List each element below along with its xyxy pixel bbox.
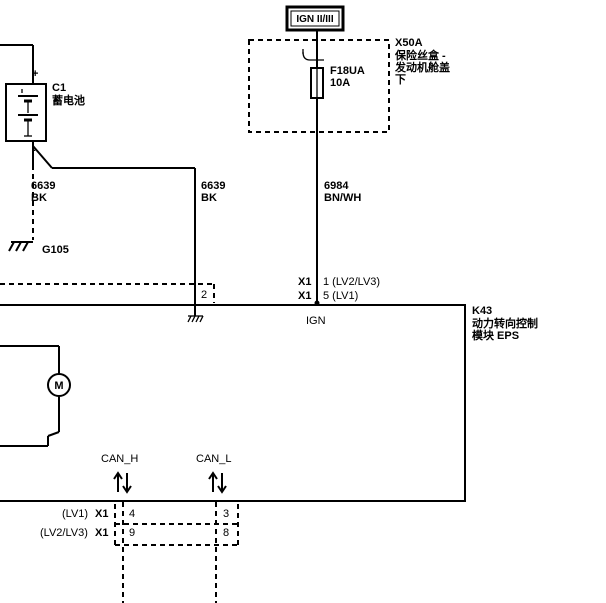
fuse-block-name-line1: 保险丝盒 -: [394, 48, 446, 62]
fuse-id: F18UA: [330, 65, 365, 77]
module-ground-icon: [187, 315, 204, 323]
battery-plus: +: [32, 68, 38, 80]
can-high-pin-lv23: 9: [129, 527, 135, 539]
module-name-line1: 动力转向控制: [472, 316, 538, 330]
fuse-rating: 10A: [330, 77, 350, 89]
battery-ground-color: BK: [31, 192, 47, 204]
can-low-pin-lv23: 8: [223, 527, 229, 539]
module-ign-pin: IGN: [306, 315, 326, 327]
ign-lv1-conn: X1: [298, 290, 311, 302]
motor: [0, 345, 71, 447]
module-ground-circuit: 6639: [201, 180, 225, 192]
battery-name: 蓄电池: [52, 93, 85, 107]
ign-wire-circuit: 6984: [324, 180, 349, 192]
can-high-arrows-icon: [113, 471, 132, 494]
fuse-block-name-line2: 发动机舱盖: [394, 60, 450, 74]
can-lv1-variant: (LV1): [62, 508, 88, 520]
ground-pin: 2: [201, 289, 207, 301]
fuse-block-name-line3: 下: [395, 73, 406, 86]
module-ground-wire-diag: [32, 145, 53, 169]
can-lv23-conn: X1: [95, 527, 108, 539]
can-lv23-variant: (LV2/LV3): [40, 527, 88, 539]
ign-source-label: IGN II/III: [296, 14, 333, 25]
fuse-clip-icon: [302, 51, 324, 61]
can-low-label: CAN_L: [196, 453, 231, 465]
can-lv1-conn: X1: [95, 508, 108, 520]
module-box: [0, 304, 466, 502]
can-high-pin-lv1: 4: [129, 508, 135, 520]
ign-lv23-pin: 1 (LV2/LV3): [323, 276, 380, 288]
ground-id: G105: [42, 244, 69, 256]
battery-ground-circuit: 6639: [31, 180, 55, 192]
fuse-block-code: X50A: [395, 37, 423, 49]
module-ground-color: BK: [201, 192, 217, 204]
battery-id: C1: [52, 82, 66, 94]
module-id: K43: [472, 305, 492, 317]
ign-lv1-pin: 5 (LV1): [323, 290, 358, 302]
fuse-block-outline: [248, 39, 390, 133]
module-name-line2: 模块 EPS: [472, 328, 519, 342]
battery: [0, 44, 47, 142]
ground-icon: [8, 241, 33, 252]
can-low-pin-lv1: 3: [223, 508, 229, 520]
can-high-label: CAN_H: [101, 453, 138, 465]
motor-symbol: M: [54, 380, 63, 392]
ign-source: IGN II/III: [285, 5, 345, 32]
ign-wire-color: BN/WH: [324, 192, 361, 204]
ign-lv23-conn: X1: [298, 276, 311, 288]
can-low-arrows-icon: [208, 471, 227, 494]
